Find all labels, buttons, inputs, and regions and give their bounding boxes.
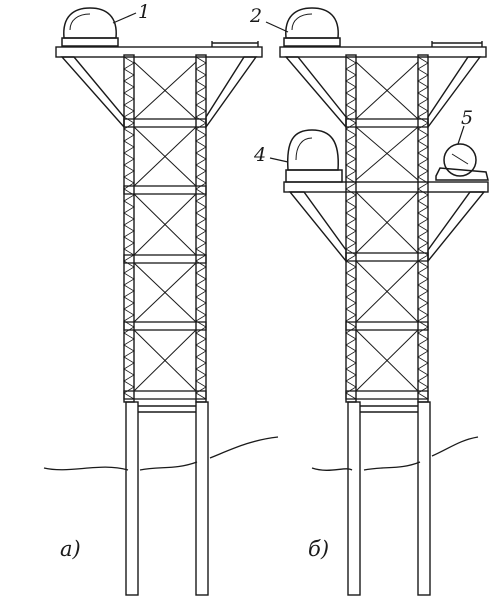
piles-a	[125, 401, 209, 596]
lattice-zigzag	[345, 56, 357, 400]
columns-a	[123, 54, 207, 403]
top-platform-b	[279, 41, 487, 130]
leader-4	[269, 157, 289, 163]
machine-1	[61, 7, 119, 47]
machine-4	[285, 129, 343, 183]
struts-b	[345, 118, 429, 400]
column-lattice-a	[123, 56, 207, 400]
machine-2	[283, 7, 341, 47]
leader-2	[265, 21, 289, 33]
columns-b	[345, 54, 429, 403]
caption-b: б)	[308, 537, 329, 561]
piles-b	[347, 401, 431, 596]
callout-4: 4	[253, 144, 266, 166]
cross-bracing-b	[355, 61, 419, 392]
callout-5: 5	[461, 107, 473, 129]
lattice-zigzag	[417, 56, 429, 400]
leader-1	[112, 12, 137, 24]
machine-5	[435, 143, 489, 181]
tower-b	[265, 7, 489, 596]
lattice-zigzag	[195, 56, 207, 400]
callout-1: 1	[138, 1, 150, 23]
tower-a	[43, 7, 279, 596]
ground-line-b	[311, 436, 479, 471]
caption-a: а)	[60, 537, 81, 561]
top-platform-a	[55, 41, 263, 130]
callout-2: 2	[249, 5, 262, 27]
ground-line-a	[43, 436, 279, 471]
column-lattice-b	[345, 56, 429, 400]
leader-5	[457, 125, 465, 145]
lattice-zigzag	[123, 56, 135, 400]
cross-bracing-a	[133, 61, 197, 392]
middle-platform-b	[283, 181, 489, 263]
struts-a	[123, 118, 207, 400]
